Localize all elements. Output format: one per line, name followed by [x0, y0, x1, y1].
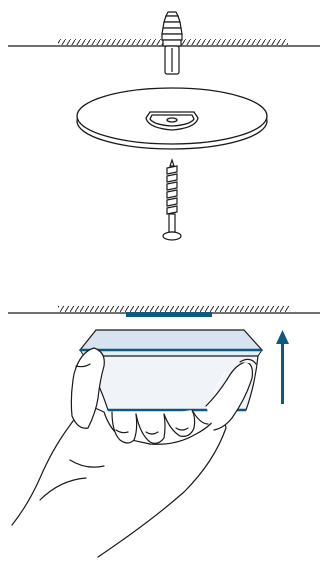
- mounted-plate: [126, 312, 212, 317]
- smoke-detector-icon: [78, 329, 264, 412]
- screw-icon: [162, 158, 182, 241]
- step-1-mount-plate: [8, 11, 320, 241]
- wall-plug-icon: [161, 11, 183, 75]
- hand-icon: [11, 347, 257, 558]
- ceiling-surface-bottom: [8, 306, 320, 314]
- up-arrow-icon: [276, 330, 289, 404]
- mounting-plate-icon: [76, 87, 268, 150]
- step-2-attach-detector: [8, 306, 320, 558]
